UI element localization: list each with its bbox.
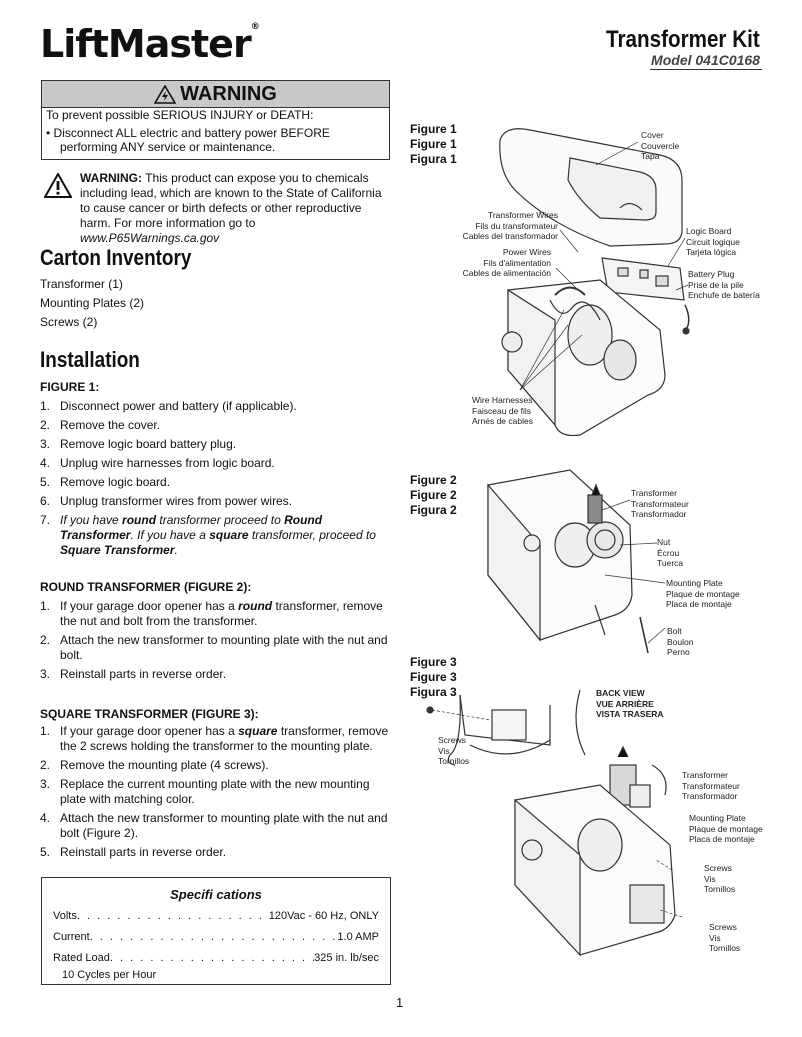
title-rule	[650, 69, 762, 70]
inventory-item: Mounting Plates (2)	[40, 296, 145, 310]
inventory-item: Transformer (1)	[40, 277, 123, 291]
prop65-text: This product can expose you to chemicals…	[80, 171, 382, 230]
inventory-item: Screws (2)	[40, 315, 98, 329]
installation-heading: Installation	[40, 347, 140, 372]
square-steps: 1.If your garage door opener has a squar…	[40, 724, 395, 864]
figure2-round-transformer-illustration	[487, 469, 666, 654]
step: 2.Attach the new transformer to mounting…	[40, 633, 388, 662]
square-transformer-heading: SQUARE TRANSFORMER (FIGURE 3):	[40, 707, 259, 721]
prop65-warning: WARNING: This product can expose you to …	[44, 171, 394, 246]
page-number: 1	[396, 995, 404, 1010]
figure1-heading: FIGURE 1:	[40, 380, 100, 394]
spec-note: 10 Cycles per Hour	[62, 969, 157, 981]
warning-heading: WARNING	[180, 82, 277, 105]
step: 3.Reinstall parts in reverse order.	[40, 667, 227, 681]
step: 2.Remove the cover.	[40, 418, 161, 432]
step: 7.If you have round transformer proceed …	[40, 513, 376, 557]
document-title: Transformer Kit	[606, 26, 760, 53]
liftmaster-logo: LiftMaster®	[40, 22, 260, 66]
warning-line: To prevent possible SERIOUS INJURY or DE…	[46, 108, 314, 122]
step: 3.Replace the current mounting plate wit…	[40, 777, 370, 806]
hazard-triangle-icon	[154, 84, 177, 104]
round-steps: 1.If your garage door opener has a round…	[40, 599, 395, 686]
specifications-box: Specifi cations Volts . . . . . . . . . …	[41, 877, 391, 985]
step: 5.Remove logic board.	[40, 475, 171, 489]
figure1-steps: 1.Disconnect power and battery (if appli…	[40, 399, 395, 562]
spec-row: Volts . . . . . . . . . . . . . . . . . …	[53, 910, 379, 922]
inventory-list: Transformer (1) Mounting Plates (2) Scre…	[40, 275, 144, 332]
model-number: Model 041C0168	[651, 52, 760, 68]
step: 1.Disconnect power and battery (if appli…	[40, 399, 297, 413]
step: 1.If your garage door opener has a squar…	[40, 724, 389, 753]
step: 5.Reinstall parts in reverse order.	[40, 845, 227, 859]
step: 4.Unplug wire harnesses from logic board…	[40, 456, 275, 470]
spec-row: Current . . . . . . . . . . . . . . . . …	[53, 931, 379, 943]
specifications-heading: Specifi cations	[170, 887, 262, 902]
warning-bullet: • Disconnect ALL electric and battery po…	[46, 126, 330, 154]
prop65-label: WARNING:	[80, 171, 142, 185]
spec-row: Rated Load . . . . . . . . . . . . . . .…	[53, 952, 379, 964]
caution-triangle-icon	[44, 173, 72, 198]
figure3-square-transformer-illustration	[426, 689, 683, 957]
warning-box: WARNING To prevent possible SERIOUS INJU…	[41, 80, 390, 160]
step: 1.If your garage door opener has a round…	[40, 599, 383, 628]
inventory-heading: Carton Inventory	[40, 245, 192, 270]
round-transformer-heading: ROUND TRANSFORMER (FIGURE 2):	[40, 580, 252, 594]
step: 3.Remove logic board battery plug.	[40, 437, 237, 451]
step: 4.Attach the new transformer to mounting…	[40, 811, 388, 840]
step: 6.Unplug transformer wires from power wi…	[40, 494, 293, 508]
warning-header: WARNING	[42, 81, 389, 108]
figure1-opener-exploded-illustration	[499, 128, 690, 437]
prop65-link[interactable]: www.P65Warnings.ca.gov	[80, 231, 220, 245]
step: 2.Remove the mounting plate (4 screws).	[40, 758, 269, 772]
